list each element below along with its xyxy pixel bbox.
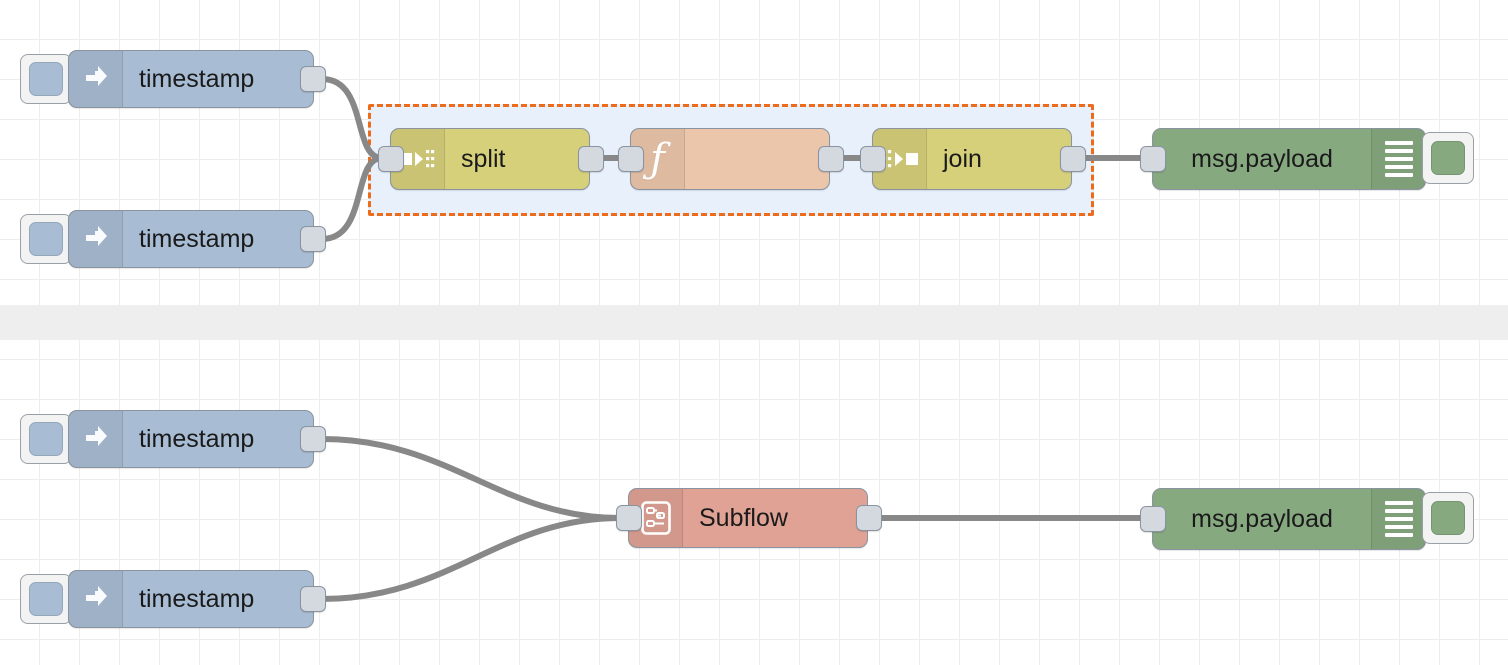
inject-node-label: timestamp xyxy=(139,64,255,93)
inject-trigger-button[interactable] xyxy=(20,574,72,624)
port-output-join[interactable] xyxy=(1060,146,1086,172)
port-input-debug-1[interactable] xyxy=(1140,146,1166,172)
split-node-label: split xyxy=(461,144,506,173)
debug-toggle-button[interactable] xyxy=(1422,492,1474,544)
port-output-function[interactable] xyxy=(818,146,844,172)
wire-inject4-to-subflow xyxy=(319,515,623,602)
inject-trigger-button[interactable] xyxy=(20,214,72,264)
debug-button-pill xyxy=(1431,141,1465,175)
node-debug-2[interactable]: msg.payload xyxy=(1152,488,1426,550)
node-join[interactable]: join xyxy=(872,128,1072,190)
node-inject-timestamp-2[interactable]: timestamp xyxy=(68,210,314,268)
port-output-subflow[interactable] xyxy=(856,505,882,531)
port-input-subflow[interactable] xyxy=(616,505,642,531)
inject-arrow-icon xyxy=(69,411,123,467)
debug-node-label: msg.payload xyxy=(1191,144,1333,173)
inject-button-pill xyxy=(29,222,63,256)
node-inject-timestamp-1[interactable]: timestamp xyxy=(68,50,314,108)
join-node-label: join xyxy=(943,144,982,173)
port-output-inject-1[interactable] xyxy=(300,66,326,92)
inject-button-pill xyxy=(29,582,63,616)
port-output-inject-4[interactable] xyxy=(300,586,326,612)
inject-trigger-button[interactable] xyxy=(20,414,72,464)
inject-button-pill xyxy=(29,422,63,456)
port-output-inject-3[interactable] xyxy=(300,426,326,452)
debug-bars-icon xyxy=(1371,489,1425,549)
inject-arrow-icon xyxy=(69,51,123,107)
port-input-split[interactable] xyxy=(378,146,404,172)
function-node-label xyxy=(685,129,829,189)
debug-toggle-button[interactable] xyxy=(1422,132,1474,184)
debug-bars-glyph xyxy=(1384,141,1413,177)
inject-node-label: timestamp xyxy=(139,584,255,613)
wire-inject3-to-subflow xyxy=(319,436,623,521)
node-function[interactable]: ƒ xyxy=(630,128,830,190)
flow-strip-separator xyxy=(0,305,1508,340)
port-input-function[interactable] xyxy=(618,146,644,172)
inject-arrow-icon xyxy=(69,571,123,627)
node-inject-timestamp-3[interactable]: timestamp xyxy=(68,410,314,468)
inject-button-pill xyxy=(29,62,63,96)
subflow-node-label: Subflow xyxy=(699,503,788,532)
debug-node-label: msg.payload xyxy=(1191,504,1333,533)
function-icon: ƒ xyxy=(631,129,685,189)
inject-trigger-button[interactable] xyxy=(20,54,72,104)
inject-node-label: timestamp xyxy=(139,224,255,253)
node-split[interactable]: split xyxy=(390,128,590,190)
node-debug-1[interactable]: msg.payload xyxy=(1152,128,1426,190)
port-input-join[interactable] xyxy=(860,146,886,172)
node-subflow[interactable]: Subflow xyxy=(628,488,868,548)
inject-arrow-icon xyxy=(69,211,123,267)
port-output-split[interactable] xyxy=(578,146,604,172)
debug-bars-glyph xyxy=(1384,501,1413,537)
function-f-glyph: ƒ xyxy=(650,136,665,182)
inject-node-label: timestamp xyxy=(139,424,255,453)
debug-bars-icon xyxy=(1371,129,1425,189)
node-inject-timestamp-4[interactable]: timestamp xyxy=(68,570,314,628)
port-output-inject-2[interactable] xyxy=(300,226,326,252)
debug-button-pill xyxy=(1431,501,1465,535)
port-input-debug-2[interactable] xyxy=(1140,506,1166,532)
